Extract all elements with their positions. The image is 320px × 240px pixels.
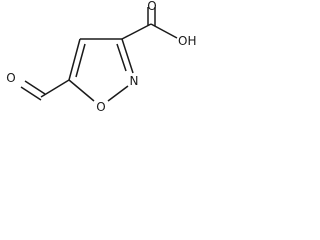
ring-bond-c5-c4-inner: [75, 43, 86, 78]
aldehyde-group: [20, 79, 70, 101]
ring-bond-c5-c4: [68, 38, 81, 81]
acid-cc-bond: [121, 23, 152, 40]
isoxazole-carboxylic-acid-structure: O O N O OH: [6, 0, 196, 114]
ring-bond-c3-n-inner: [116, 43, 127, 72]
ring-bond-c3-n: [121, 38, 134, 74]
ring-bond-n-o: [107, 85, 129, 102]
acid-carbonyl-oxygen-label: O: [147, 0, 156, 13]
ring-nitrogen-label: N: [130, 74, 139, 88]
aldehyde-co-bond-a: [20, 86, 42, 101]
isoxazole-ring: [68, 38, 134, 102]
aldehyde-cc-bond: [40, 79, 70, 98]
aldehyde-oxygen-label: O: [6, 71, 15, 85]
hydroxyl-label: OH: [178, 34, 196, 48]
ring-bond-o-c5: [68, 79, 95, 102]
acid-coh-bond: [150, 23, 178, 39]
ring-oxygen-label: O: [96, 100, 105, 114]
carboxylic-acid-group: [121, 7, 178, 40]
aldehyde-co-bond-b: [24, 80, 46, 95]
